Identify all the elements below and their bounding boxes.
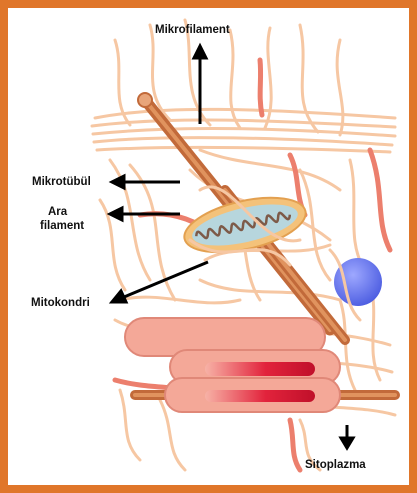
label-sitoplazma: Sitoplazma bbox=[305, 459, 366, 472]
label-mikrotubul: Mikrotübül bbox=[32, 176, 91, 189]
label-mikrofilament: Mikrofilament bbox=[155, 24, 230, 37]
label-ara: Ara bbox=[48, 206, 67, 219]
label-filament: filament bbox=[40, 220, 84, 233]
label-mitokondri: Mitokondri bbox=[31, 297, 90, 310]
arrow-mitokondri bbox=[124, 262, 208, 297]
